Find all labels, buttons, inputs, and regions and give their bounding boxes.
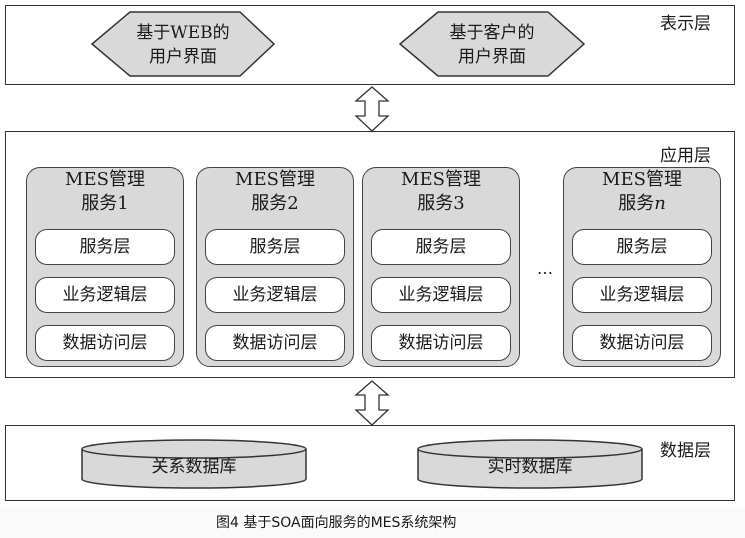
application-layer-label: 应用层 xyxy=(660,146,711,166)
data-access-layer-n: 数据访问层 xyxy=(572,325,712,361)
service-card-n: MES管理 服务n 服务层 业务逻辑层 数据访问层 xyxy=(563,167,721,367)
relational-db-label: 关系数据库 xyxy=(152,457,237,477)
figure-caption: 图4 基于SOA面向服务的MES系统架构 xyxy=(216,515,457,531)
service-title-2-line2: 服务2 xyxy=(251,193,299,214)
business-logic-layer-n: 业务逻辑层 xyxy=(572,277,712,313)
service-title-3-line2: 服务3 xyxy=(417,193,465,214)
service-card-1: MES管理 服务1 服务层 业务逻辑层 数据访问层 xyxy=(26,167,184,367)
business-logic-layer-3: 业务逻辑层 xyxy=(371,277,511,313)
presentation-layer-label: 表示层 xyxy=(660,14,711,34)
service-layer-2: 服务层 xyxy=(205,229,345,265)
service-layer-1: 服务层 xyxy=(35,229,175,265)
desktop-client-line1: 基于客户的 xyxy=(450,23,535,43)
web-client-hexagon xyxy=(90,11,276,77)
service-layer-n: 服务层 xyxy=(572,229,712,265)
realtime-db-cylinder xyxy=(417,449,643,489)
double-arrow-upper xyxy=(354,86,390,132)
web-client-line2: 用户界面 xyxy=(149,47,217,67)
service-title-n-line2: 服务n xyxy=(618,193,666,214)
data-access-layer-1: 数据访问层 xyxy=(35,325,175,361)
business-logic-layer-1: 业务逻辑层 xyxy=(35,277,175,313)
service-layer-3: 服务层 xyxy=(371,229,511,265)
data-access-layer-2: 数据访问层 xyxy=(205,325,345,361)
service-card-3: MES管理 服务3 服务层 业务逻辑层 数据访问层 xyxy=(362,167,520,367)
service-title-1-line1: MES管理 xyxy=(65,169,145,190)
services-ellipsis: … xyxy=(537,259,553,278)
service-title-1-line2: 服务1 xyxy=(81,193,129,214)
data-access-layer-3: 数据访问层 xyxy=(371,325,511,361)
double-arrow-lower xyxy=(354,380,390,426)
realtime-db-label: 实时数据库 xyxy=(488,457,573,477)
web-client-line1: 基于WEB的 xyxy=(136,23,229,43)
relational-db-cylinder xyxy=(81,449,307,489)
desktop-client-line2: 用户界面 xyxy=(458,47,526,67)
business-logic-layer-2: 业务逻辑层 xyxy=(205,277,345,313)
service-title-2-line1: MES管理 xyxy=(235,169,315,190)
service-card-2: MES管理 服务2 服务层 业务逻辑层 数据访问层 xyxy=(196,167,354,367)
caption-background xyxy=(0,508,745,538)
service-title-3-line1: MES管理 xyxy=(401,169,481,190)
service-title-n-line1: MES管理 xyxy=(602,169,682,190)
desktop-client-hexagon xyxy=(398,11,586,77)
data-layer-label: 数据层 xyxy=(660,441,711,461)
